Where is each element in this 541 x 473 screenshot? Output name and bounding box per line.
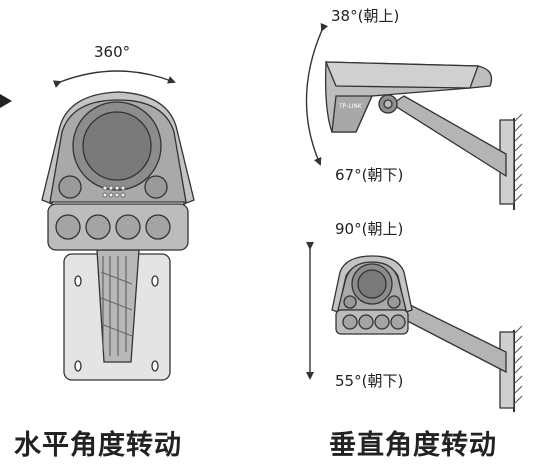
- brand-label-wall: TP-LINK: [338, 103, 363, 110]
- ir-light-right: [144, 175, 168, 199]
- bottom-light-4: [145, 214, 171, 240]
- plate-hole-tr: [151, 275, 159, 287]
- wall-bracket: [499, 119, 515, 205]
- bottom-light-1: [55, 214, 81, 240]
- wall-camera-lower: [331, 255, 523, 412]
- caption-horizontal: 水平角度转动: [14, 430, 182, 461]
- tilt-arc-wall-icon: [305, 22, 329, 166]
- front-camera: [41, 91, 195, 381]
- caption-vertical: 垂直角度转动: [329, 430, 497, 461]
- ir-light-left: [58, 175, 82, 199]
- bottom-light-3: [115, 214, 141, 240]
- plate-hole-bl: [74, 360, 82, 372]
- wall-arm: [390, 95, 507, 178]
- tilt-up-ceiling-label: 90°(朝上): [335, 220, 404, 238]
- tilt-up-wall-label: 38°(朝上): [331, 7, 400, 25]
- rotation-360-label: 360°: [94, 43, 131, 61]
- rotation-arrow-icon: [52, 70, 176, 88]
- plate-hole-br: [151, 360, 159, 372]
- wall-camera: [324, 61, 523, 210]
- tilt-down-ceiling-label: 55°(朝下): [335, 372, 404, 390]
- left-edge-arrow-icon: [0, 94, 12, 108]
- tilt-down-wall-label: 67°(朝下): [335, 166, 404, 184]
- sensor-dots: [102, 185, 126, 198]
- bottom-light-2: [85, 214, 111, 240]
- plate-hole-tl: [74, 275, 82, 287]
